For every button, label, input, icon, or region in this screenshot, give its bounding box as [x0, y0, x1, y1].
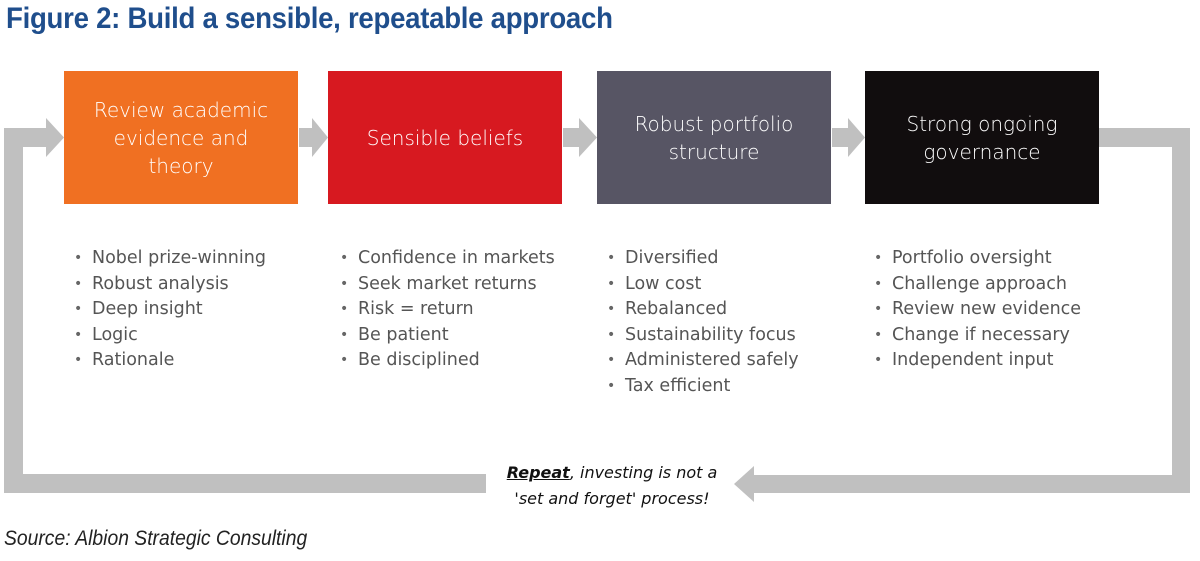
step-label: Strong ongoing governance [906, 111, 1058, 164]
figure-title: Figure 2: Build a sensible, repeatable a… [6, 2, 613, 35]
loop-note-line2: 'set and forget' process! [514, 489, 710, 508]
list-item: Seek market returns [336, 272, 555, 298]
list-item: Change if necessary [870, 323, 1081, 349]
list-item: Rebalanced [603, 297, 799, 323]
list-item: Nobel prize-winning [70, 246, 266, 272]
step-box-review-evidence: Review academic evidence and theory [64, 71, 298, 204]
list-item: Logic [70, 323, 266, 349]
list-item: Be patient [336, 323, 555, 349]
list-item: Tax efficient [603, 374, 799, 400]
step-arrow-icon-3 [832, 118, 865, 157]
step-box-governance: Strong ongoing governance [865, 71, 1099, 204]
list-item: Be disciplined [336, 348, 555, 374]
bullet-list-sensible-beliefs: Confidence in markets Seek market return… [336, 246, 555, 374]
step-box-sensible-beliefs: Sensible beliefs [328, 71, 562, 204]
list-item: Robust analysis [70, 272, 266, 298]
list-item: Independent input [870, 348, 1081, 374]
step-box-portfolio-structure: Robust portfolio structure [597, 71, 831, 204]
list-item: Diversified [603, 246, 799, 272]
step-label: Robust portfolio structure [634, 111, 794, 164]
list-item: Review new evidence [870, 297, 1081, 323]
step-label: Sensible beliefs [366, 125, 524, 150]
loop-note-emphasis: Repeat [506, 463, 570, 482]
list-item: Confidence in markets [336, 246, 555, 272]
list-item: Sustainability focus [603, 323, 799, 349]
list-item: Challenge approach [870, 272, 1081, 298]
list-item: Low cost [603, 272, 799, 298]
loop-note-line1: , investing is not a [569, 463, 718, 482]
step-arrow-icon-2 [563, 118, 597, 157]
list-item: Administered safely [603, 348, 799, 374]
list-item: Rationale [70, 348, 266, 374]
figure-source: Source: Albion Strategic Consulting [4, 527, 308, 550]
list-item: Deep insight [70, 297, 266, 323]
bullet-list-portfolio-structure: Diversified Low cost Rebalanced Sustaina… [603, 246, 799, 399]
bullet-list-review-evidence: Nobel prize-winning Robust analysis Deep… [70, 246, 266, 374]
list-item: Risk = return [336, 297, 555, 323]
loop-note: Repeat, investing is not a 'set and forg… [492, 460, 732, 512]
step-arrow-icon-1 [299, 118, 328, 157]
step-label: Review academic evidence and theory [93, 97, 269, 178]
bullet-list-governance: Portfolio oversight Challenge approach R… [870, 246, 1081, 374]
loop-return-arrow-icon [4, 128, 1190, 502]
loop-entry-arrow-icon [4, 118, 64, 493]
list-item: Portfolio oversight [870, 246, 1081, 272]
